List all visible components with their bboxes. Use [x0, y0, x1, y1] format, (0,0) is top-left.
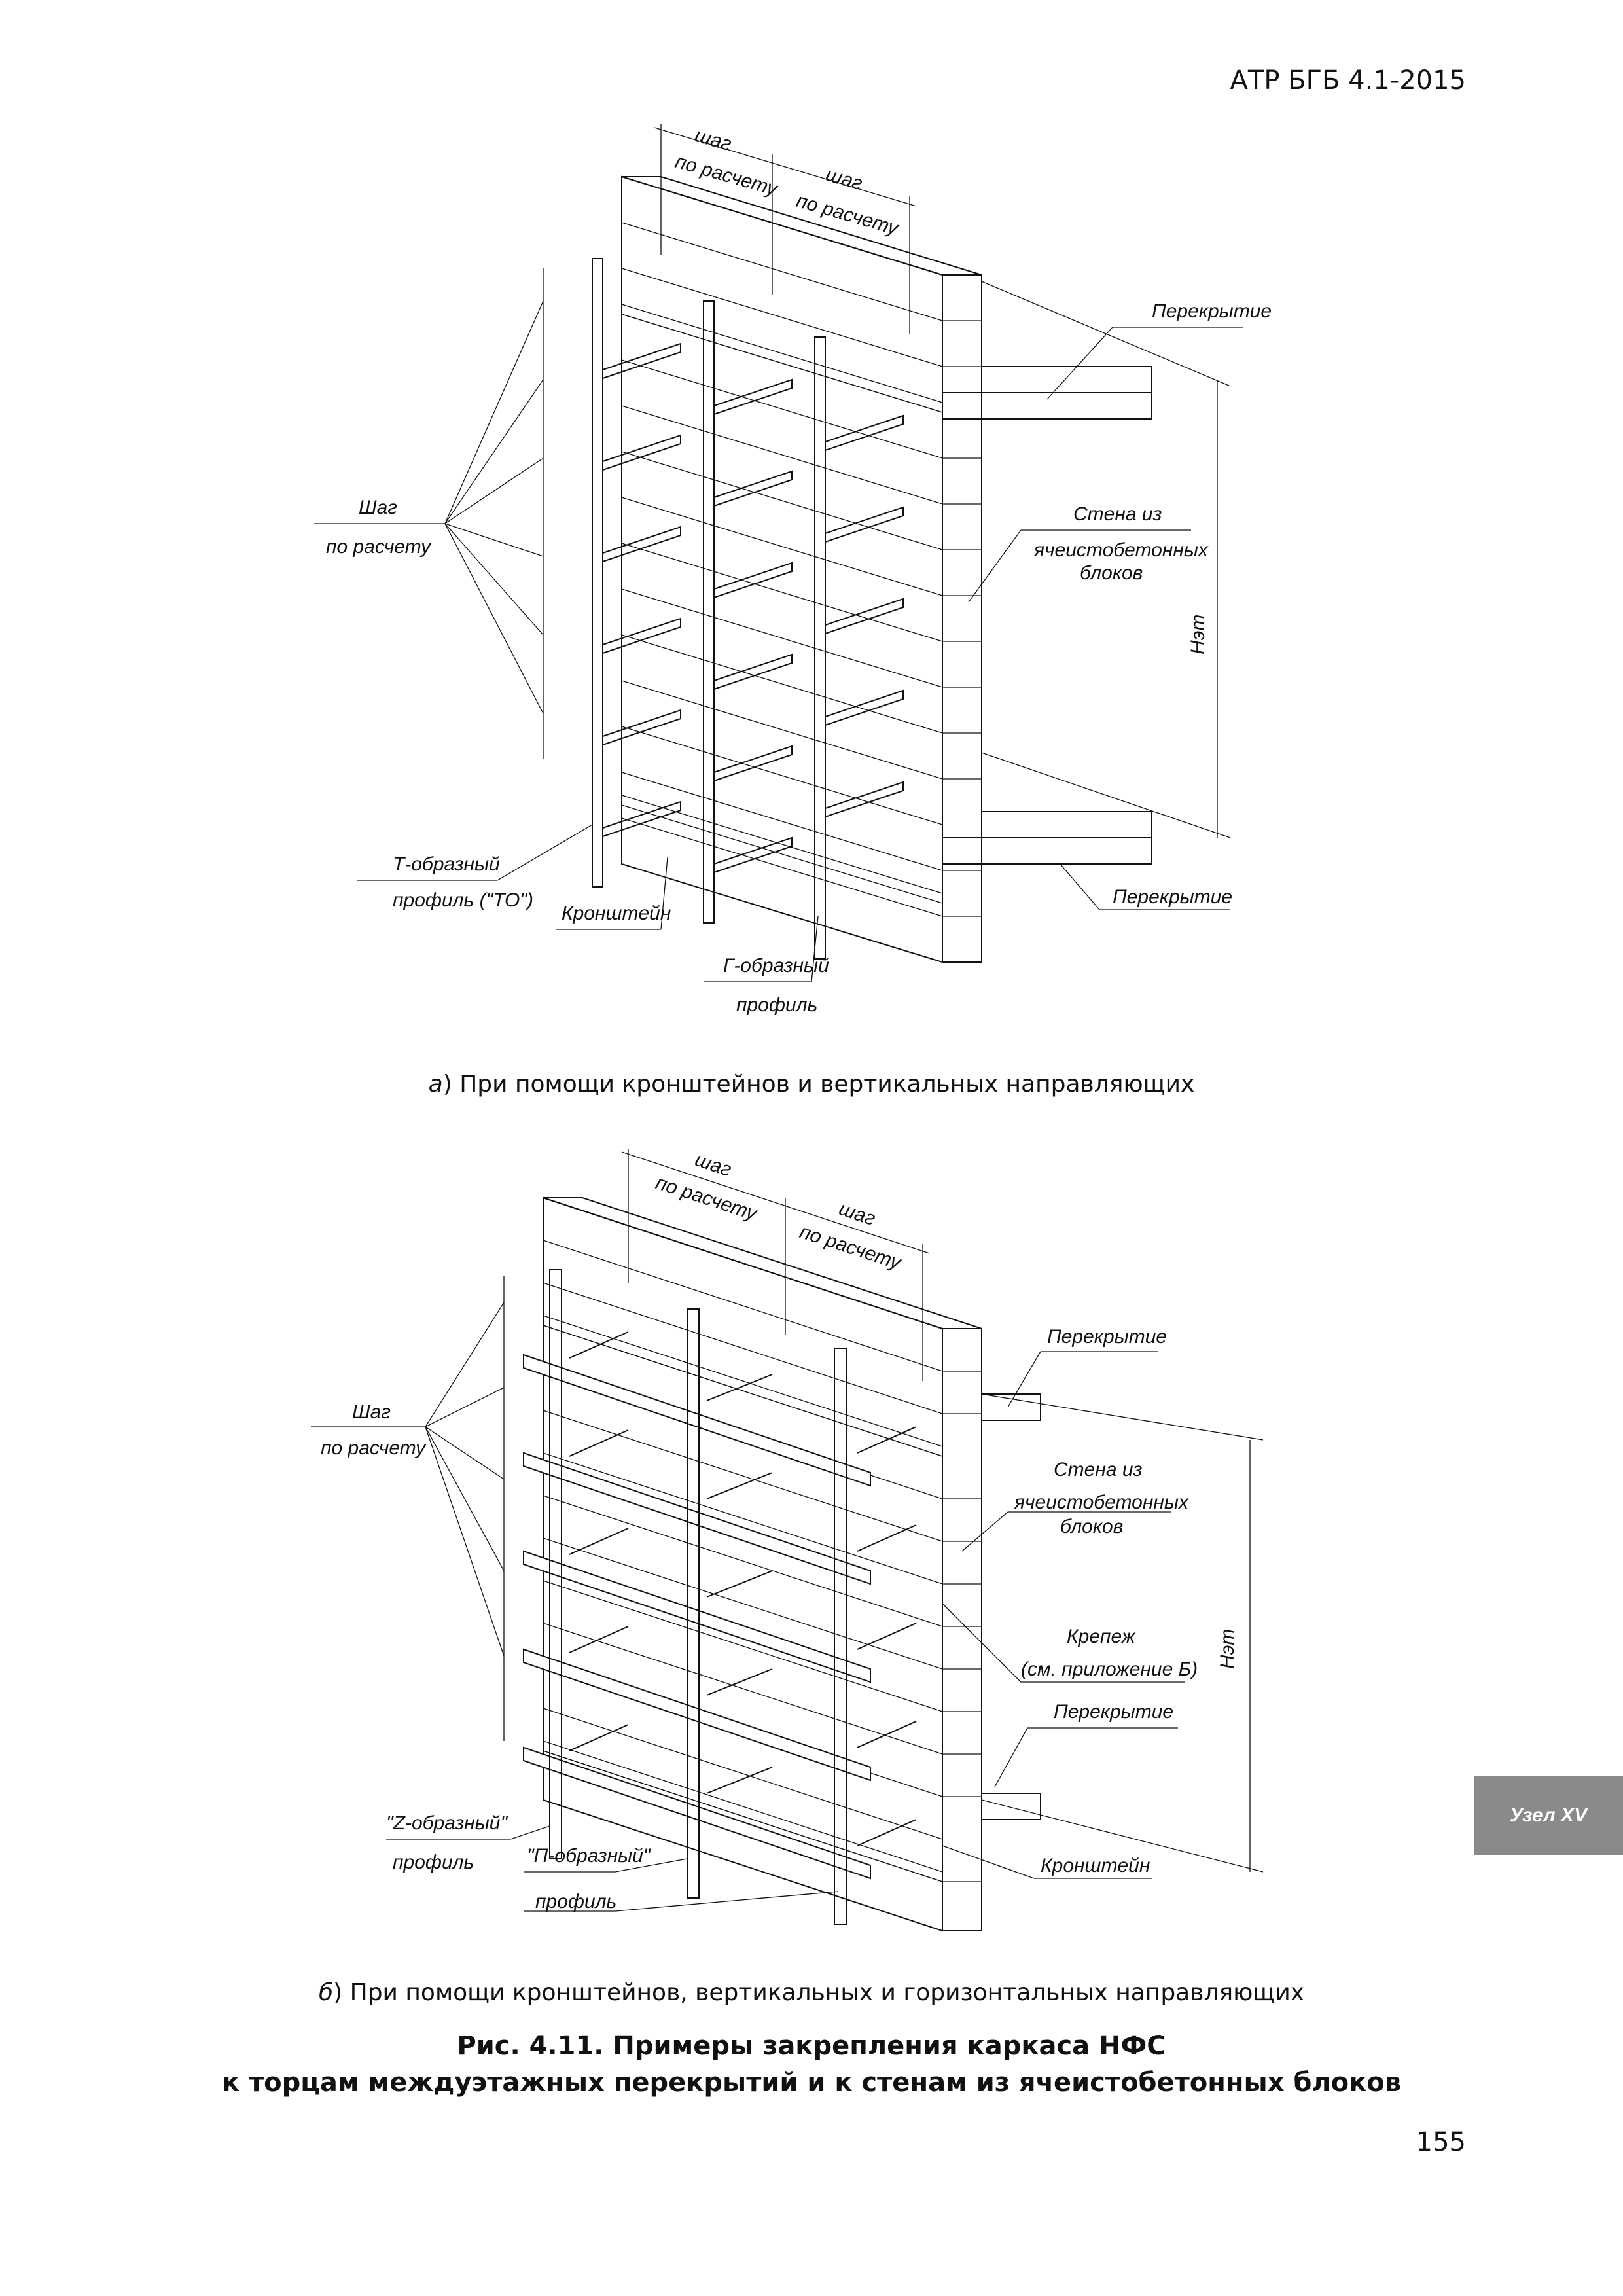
figure-b-caption-letter: б: [318, 1979, 334, 2006]
fig-b-step-left-line1: Шаг: [352, 1401, 391, 1423]
figure-a-caption-letter: а: [428, 1071, 443, 1098]
figure-b-caption: б) При помощи кронштейнов, вертикальных …: [0, 1979, 1623, 2006]
fig-a-step-left-line2: по расчету: [326, 536, 432, 558]
fig-a-wall-line3: блоков: [1080, 562, 1143, 584]
fig-a-step-top-1-line1: шаг: [692, 124, 734, 155]
section-tab: Узел XV: [1474, 1776, 1623, 1855]
fig-b-z-profile-line2: профиль: [393, 1852, 474, 1873]
fig-a-step-left-line1: Шаг: [359, 497, 397, 518]
wall-face: [621, 175, 982, 963]
figure-a-drawing: шаг по расчету шаг по расчету Шаг по рас…: [314, 124, 1272, 1016]
fig-a-step-top-2-line1: шаг: [823, 164, 865, 194]
fig-b-step-top-2-line2: по расчету: [797, 1221, 904, 1274]
fig-a-wall-line2: ячеистобетонных: [1033, 539, 1209, 561]
fig-b-step-top-1-line1: шаг: [692, 1149, 734, 1181]
floor-slab-bottom: [981, 1793, 1041, 1820]
right-leaders: [942, 1351, 1264, 1879]
floor-slab-bottom: [942, 811, 1152, 865]
vertical-profiles: [549, 1269, 847, 1925]
vertical-profiles: [592, 258, 826, 960]
fig-b-step-left-line2: по расчету: [321, 1437, 427, 1459]
fig-b-slab-bottom-label: Перекрытие: [1054, 1701, 1173, 1723]
fig-b-wall-line1: Стена из: [1054, 1459, 1143, 1480]
fig-b-wall-line3: блоков: [1060, 1516, 1123, 1537]
fig-a-bracket-label: Кронштейн: [562, 903, 671, 924]
fig-b-wall-line2: ячеистобетонных: [1014, 1492, 1189, 1513]
figure-b-drawing: шаг по расчету шаг по расчету Шаг по рас…: [311, 1149, 1264, 1932]
horizontal-rails: [523, 1354, 871, 1880]
fig-b-z-profile-line1: "Z-образный": [386, 1812, 508, 1834]
fig-b-p-profile-line1: "П-образный": [527, 1845, 651, 1867]
fig-b-p-profile-line2: профиль: [535, 1891, 616, 1912]
fig-a-slab-bottom-label: Перекрытие: [1113, 886, 1232, 908]
wall-face: [543, 1196, 982, 1932]
fig-b-slab-top-label: Перекрытие: [1047, 1326, 1167, 1348]
fig-a-floor-height: Hэт: [1187, 615, 1209, 655]
fig-a-wall-line1: Стена из: [1073, 503, 1162, 525]
fig-a-t-profile-line2: профиль ("ТО"): [393, 889, 533, 911]
figure-b-caption-text: ) При помощи кронштейнов, вертикальных и…: [333, 1979, 1305, 2006]
fig-b-bracket-label: Кронштейн: [1041, 1855, 1150, 1876]
fig-a-slab-top-label: Перекрытие: [1152, 300, 1272, 322]
bottom-leaders: [357, 824, 819, 982]
bottom-leaders: [386, 1825, 838, 1912]
fig-b-floor-height: Hэт: [1217, 1629, 1238, 1669]
brackets: [569, 1331, 917, 1846]
page-number: 155: [1416, 2127, 1466, 2157]
left-dimension-lines: [314, 268, 544, 759]
figure-title: Рис. 4.11. Примеры закрепления каркаса Н…: [0, 2028, 1623, 2101]
right-leaders: [968, 281, 1243, 910]
fig-b-fastener-line2: (см. приложение Б): [1021, 1659, 1198, 1680]
figure-title-line1: Рис. 4.11. Примеры закрепления каркаса Н…: [457, 2031, 1166, 2061]
top-dimension-lines: [621, 1149, 930, 1381]
document-code: АТР БГБ 4.1-2015: [1230, 65, 1466, 96]
floor-slab-top: [981, 1393, 1041, 1421]
fig-b-fastener-line1: Крепеж: [1067, 1626, 1136, 1647]
fig-a-g-profile-line1: Г-образный: [723, 955, 829, 977]
floor-slab-top: [942, 366, 1152, 420]
top-dimension-lines: [654, 124, 917, 334]
fig-a-g-profile-line2: профиль: [736, 994, 817, 1016]
figure-title-line2: к торцам междуэтажных перекрытий и к сте…: [221, 2068, 1402, 2098]
brackets: [602, 342, 904, 873]
fig-a-t-profile-line1: Т-образный: [393, 853, 500, 875]
left-dimension-lines: [311, 1276, 505, 1741]
fig-a-step-top-1-line2: по расчету: [673, 151, 781, 200]
figure-a-caption: а) При помощи кронштейнов и вертикальных…: [0, 1071, 1623, 1098]
figure-a-caption-text: ) При помощи кронштейнов и вертикальных …: [442, 1071, 1195, 1098]
